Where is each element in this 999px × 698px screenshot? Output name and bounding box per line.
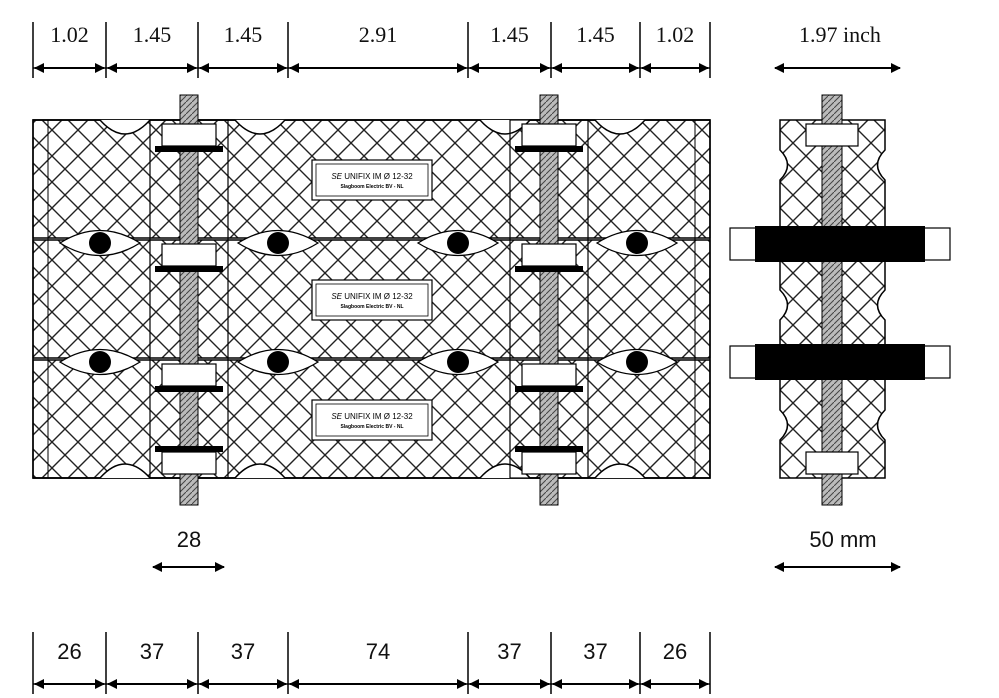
bottom-dimension-label: 26 (663, 639, 687, 664)
side-view (729, 94, 951, 506)
bolt-left (149, 94, 229, 506)
side-width-mm-dimension: 50 mm (774, 527, 901, 572)
cable-hole (626, 351, 648, 373)
name-plate-1: SE UNIFIX IM Ø 12-32 Slagboom Electric B… (311, 159, 433, 201)
side-width-inch-label: 1.97 inch (799, 22, 881, 47)
bottom-dimension-lines: 26 37 37 74 37 37 26 (32, 632, 711, 694)
bottom-dimension-label: 37 (231, 639, 255, 664)
plate-model: UNIFIX IM Ø 12-32 (344, 172, 413, 181)
nut (161, 243, 217, 267)
side-width-mm-label: 50 mm (809, 527, 876, 552)
plate-brand: SE (331, 292, 342, 301)
plate-maker: Slagboom Electric BV - NL (340, 424, 403, 430)
plate-maker: Slagboom Electric BV - NL (340, 184, 403, 190)
cable-hole (626, 232, 648, 254)
top-dimension-lines: 1.02 1.45 1.45 2.91 1.45 1.45 1.02 (32, 22, 711, 78)
svg-text:SE UNIFIX IM Ø 12-32: SE UNIFIX IM Ø 12-32 (331, 172, 413, 181)
top-dimension-label: 1.45 (490, 22, 529, 47)
top-dimension-label: 1.02 (656, 22, 695, 47)
bolt-width-dimension: 28 (152, 527, 225, 572)
nut (161, 123, 217, 147)
name-plate-2: SE UNIFIX IM Ø 12-32 Slagboom Electric B… (311, 279, 433, 321)
cable-hole (447, 351, 469, 373)
bottom-dimension-label: 37 (497, 639, 521, 664)
cable-holes-row-2 (58, 348, 679, 376)
side-width-inch-dimension: 1.97 inch (774, 22, 901, 73)
svg-text:SE UNIFIX IM Ø 12-32: SE UNIFIX IM Ø 12-32 (331, 412, 413, 421)
top-dimension-label: 1.02 (50, 22, 89, 47)
plate-brand: SE (331, 412, 342, 421)
name-plate-3: SE UNIFIX IM Ø 12-32 Slagboom Electric B… (311, 399, 433, 441)
cable-hole (89, 351, 111, 373)
cable-hole (447, 232, 469, 254)
bottom-dimension-label: 37 (583, 639, 607, 664)
plate-brand: SE (331, 172, 342, 181)
bottom-dimension-label: 26 (57, 639, 81, 664)
cable-holes-row-1 (58, 229, 679, 257)
nut (521, 451, 577, 475)
cable-hole (267, 232, 289, 254)
top-dimension-label: 1.45 (224, 22, 263, 47)
top-dimension-label: 1.45 (133, 22, 172, 47)
bolt-right (509, 94, 589, 506)
front-view: SE UNIFIX IM Ø 12-32 Slagboom Electric B… (32, 94, 711, 506)
cable-hole (267, 351, 289, 373)
top-dimension-label: 1.45 (576, 22, 615, 47)
bottom-dimension-label: 74 (366, 639, 390, 664)
nut (161, 363, 217, 387)
plate-maker: Slagboom Electric BV - NL (340, 304, 403, 310)
bottom-dimension-label: 37 (140, 639, 164, 664)
nut (161, 451, 217, 475)
top-dimension-label: 2.91 (359, 22, 398, 47)
cable-hole (89, 232, 111, 254)
nut (521, 123, 577, 147)
plate-model: UNIFIX IM Ø 12-32 (344, 412, 413, 421)
svg-text:SE UNIFIX IM Ø 12-32: SE UNIFIX IM Ø 12-32 (331, 292, 413, 301)
bolt-width-label: 28 (177, 527, 201, 552)
plate-model: UNIFIX IM Ø 12-32 (344, 292, 413, 301)
nut (521, 243, 577, 267)
nut (521, 363, 577, 387)
